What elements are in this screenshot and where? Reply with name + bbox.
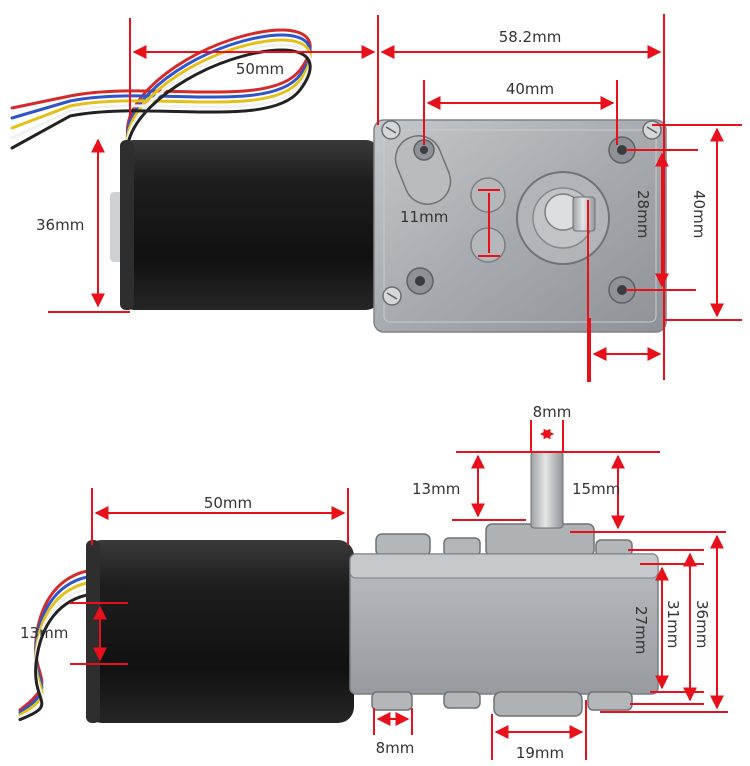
label-motor-length: 50mm [236,60,284,78]
top-view: 50mm 58.2mm 40mm 36mm 11mm 28mm 40mm [10,14,742,382]
side-view: 8mm 13mm 15mm 50mm 13mm 27mm 31mm 36mm 8… [18,403,728,762]
label-endcap-height: 13mm [20,624,68,642]
label-shaft-offset: 19mm [516,744,564,762]
motor-body-side [86,540,354,723]
wire [18,586,94,719]
dimension-lines-top [48,14,742,382]
label-gearbox-height-inner: 27mm [632,606,650,654]
label-gearbox-height-mid: 31mm [664,600,682,648]
screw-top-left [381,120,401,140]
output-shaft-top [572,196,596,232]
output-shaft-side [530,451,564,529]
label-boss-spacing: 11mm [400,208,448,226]
label-motor-diameter: 36mm [36,216,84,234]
label-motor-length-side: 50mm [204,494,252,512]
label-foot-width: 8mm [376,739,415,757]
label-overall-length: 58.2mm [499,28,562,46]
label-shaft-diameter: 8mm [533,403,572,421]
label-hole-vertical: 28mm [634,190,652,238]
motor-body-top [110,140,380,310]
label-gearbox-height-outer: 36mm [693,600,711,648]
gearbox-top [373,119,667,333]
mount-hole-bottom-left [406,267,434,295]
label-shaft-length-long: 15mm [572,480,620,498]
dimension-lines-side [70,420,728,760]
wire [10,28,312,150]
wire [10,33,312,155]
screw-bottom-left [382,286,402,306]
screw-right [642,120,662,140]
label-shaft-length-short: 13mm [412,480,460,498]
gearbox-side [349,523,659,717]
motor-wires-side [18,568,94,722]
wire [18,592,94,722]
label-hole-spacing: 40mm [506,80,554,98]
label-box-height: 40mm [690,190,708,238]
wire [18,580,94,717]
